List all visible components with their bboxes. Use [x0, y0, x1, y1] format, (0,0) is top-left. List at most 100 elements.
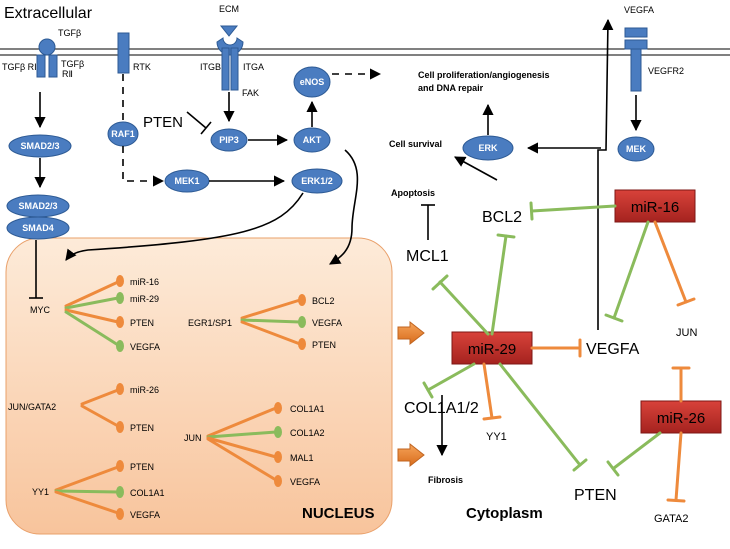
label-tgfb-r2-1: TGFβ [61, 59, 84, 69]
mir29-inhib-mcl1-bar [431, 274, 449, 291]
cyto-col1a: COL1A1/2 [404, 400, 479, 417]
cyto-yy1: YY1 [486, 431, 507, 443]
outcome-prolif-2: and DNA repair [418, 83, 484, 93]
outcome-prolif-1: Cell proliferation/angiogenesis [418, 70, 550, 80]
label-vegfr2: VEGFR2 [648, 66, 684, 76]
branch-myc-mir29 [64, 296, 120, 310]
dot-jungata2-mir26 [116, 383, 124, 395]
branch-yy1-vegfa [54, 490, 120, 515]
cyto-bcl2: BCL2 [482, 209, 522, 226]
label-vegfa-ligand: VEGFA [624, 5, 654, 15]
text-smad23: SMAD2/3 [20, 141, 59, 151]
erk12-node [291, 168, 343, 194]
dot-myc-mir16 [116, 275, 124, 287]
smad4-node [6, 216, 70, 240]
itgb-bar [221, 47, 230, 91]
mek-node [617, 136, 655, 162]
nucleus-region [5, 237, 393, 535]
label-tgfb-r1: TGFβ RI [2, 62, 37, 72]
dot-egr1-pten [298, 338, 306, 350]
arrow-bcl2-survival [454, 156, 498, 181]
yy1-target-1: COL1A1 [130, 488, 165, 498]
mir29-inhib-bcl2 [490, 234, 508, 336]
cyto-vegfa: VEGFA [586, 341, 640, 358]
jun-target-0: COL1A1 [290, 404, 325, 414]
vegfr2-bar [630, 48, 642, 92]
mir29-inhib-mcl1 [438, 280, 490, 336]
mir16-inhib-vegfa [612, 220, 650, 320]
vegfa-ligand [624, 27, 648, 38]
label-fak: FAK [242, 88, 259, 98]
mir26-inhib-gata2-bar [666, 498, 686, 503]
egr1-target-1: VEGFA [312, 318, 342, 328]
branch-jungata2-pten [80, 404, 120, 428]
smad23-node [8, 134, 72, 158]
block-arrow-to-mir29 [397, 320, 425, 346]
branch-jun-mal1 [206, 436, 278, 459]
dot-yy1-vegfa [116, 508, 124, 520]
branch-jungata2-mir26 [80, 388, 120, 406]
tf-egr1: EGR1/SP1 [188, 318, 232, 328]
label-rtk: RTK [133, 62, 151, 72]
outcome-survival: Cell survival [389, 139, 442, 149]
text-mek1: MEK1 [174, 176, 199, 186]
jun-target-3: VEGFA [290, 477, 320, 487]
cyto-jun: JUN [676, 327, 697, 339]
tgfb-ligand [38, 38, 56, 56]
branch-jun-vegfa [206, 437, 278, 482]
dot-jun-vegfa [274, 475, 282, 487]
label-tgfb: TGFβ [58, 28, 81, 38]
dot-jungata2-pten [116, 421, 124, 433]
mir29-inhib-col1a-bar [422, 381, 434, 399]
dot-jun-col1a1 [274, 402, 282, 414]
jun-target-1: COL1A2 [290, 428, 325, 438]
region-cytoplasm: Cytoplasm [466, 505, 543, 522]
inhib-pten-pip3-bar [200, 121, 212, 135]
myc-target-2: PTEN [130, 318, 154, 328]
mir26-label: miR-26 [657, 410, 705, 427]
myc-target-0: miR-16 [130, 277, 159, 287]
cyto-pten: PTEN [574, 487, 617, 504]
mir26-inhib-pten-bar [606, 460, 620, 477]
tgfb-receptor [36, 38, 58, 78]
ecm-triangle [219, 25, 239, 37]
mir29-inhib-pten [498, 362, 582, 467]
text-erk: ERK [478, 143, 498, 153]
tf-yy1: YY1 [32, 487, 49, 497]
dot-jun-col1a2 [274, 426, 282, 438]
text-akt: AKT [303, 135, 322, 145]
myc-target-1: miR-29 [130, 294, 159, 304]
mir26-box [640, 400, 722, 434]
mir16-inhib-vegfa-bar [604, 313, 624, 323]
mir16-label: miR-16 [631, 199, 679, 216]
branch-myc-mir16 [64, 280, 120, 308]
text-enos: eNOS [300, 77, 325, 87]
dot-myc-mir29 [116, 292, 124, 304]
branch-jun-col1a2 [206, 430, 278, 439]
tgfb-r2-bar [48, 54, 58, 78]
mir26-inhib-gata2 [674, 431, 683, 502]
dot-egr1-vegfa [298, 316, 306, 328]
dot-yy1-col1a1 [116, 486, 124, 498]
vegfr2-receptor [624, 27, 648, 92]
myc-target-3: VEGFA [130, 342, 160, 352]
label-tgfb-r2-2: RⅡ [62, 69, 73, 79]
label-ecm: ECM [219, 4, 239, 14]
arrow-akt-egr1 [329, 149, 359, 265]
jungata2-target-1: PTEN [130, 423, 154, 433]
mir29-inhib-yy1 [482, 362, 494, 420]
text-raf1: RAF1 [111, 129, 135, 139]
label-pten-cytosol: PTEN [143, 114, 183, 131]
jungata2-target-0: miR-26 [130, 385, 159, 395]
branch-yy1-pten [54, 465, 120, 492]
mir29-inhib-yy1-bar [482, 415, 502, 421]
cyto-gata2: GATA2 [654, 513, 688, 525]
enos-node [293, 66, 331, 98]
yy1-target-2: VEGFA [130, 510, 160, 520]
branch-myc-pten [64, 308, 120, 324]
dot-myc-vegfa [116, 340, 124, 352]
dot-yy1-pten [116, 460, 124, 472]
text-smad23-b: SMAD2/3 [18, 201, 57, 211]
mir16-inhib-jun [653, 220, 688, 304]
